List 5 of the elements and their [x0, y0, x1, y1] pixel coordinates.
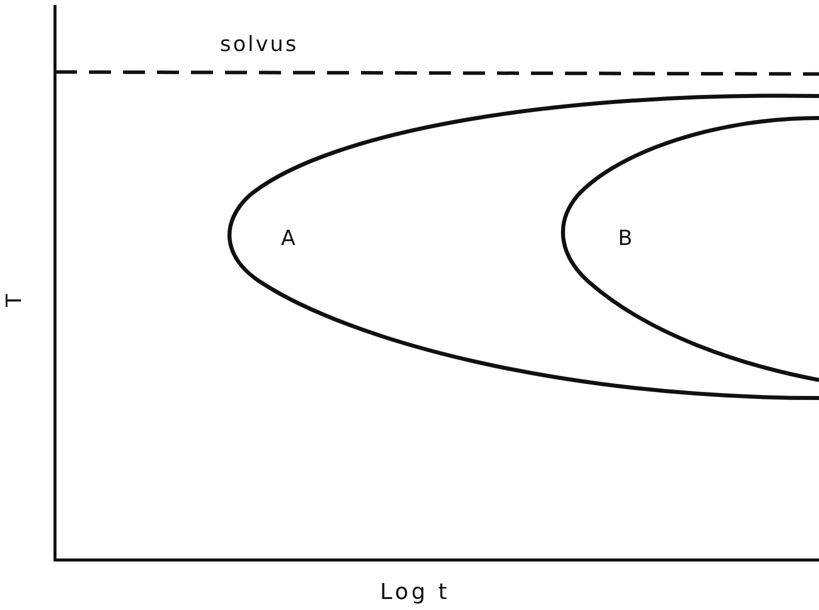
axis-label: T	[4, 294, 25, 307]
curve-label: B	[618, 228, 632, 249]
axis-label: Log t	[380, 582, 450, 604]
line-label: solvus	[220, 34, 298, 55]
curve-label: A	[281, 228, 296, 249]
